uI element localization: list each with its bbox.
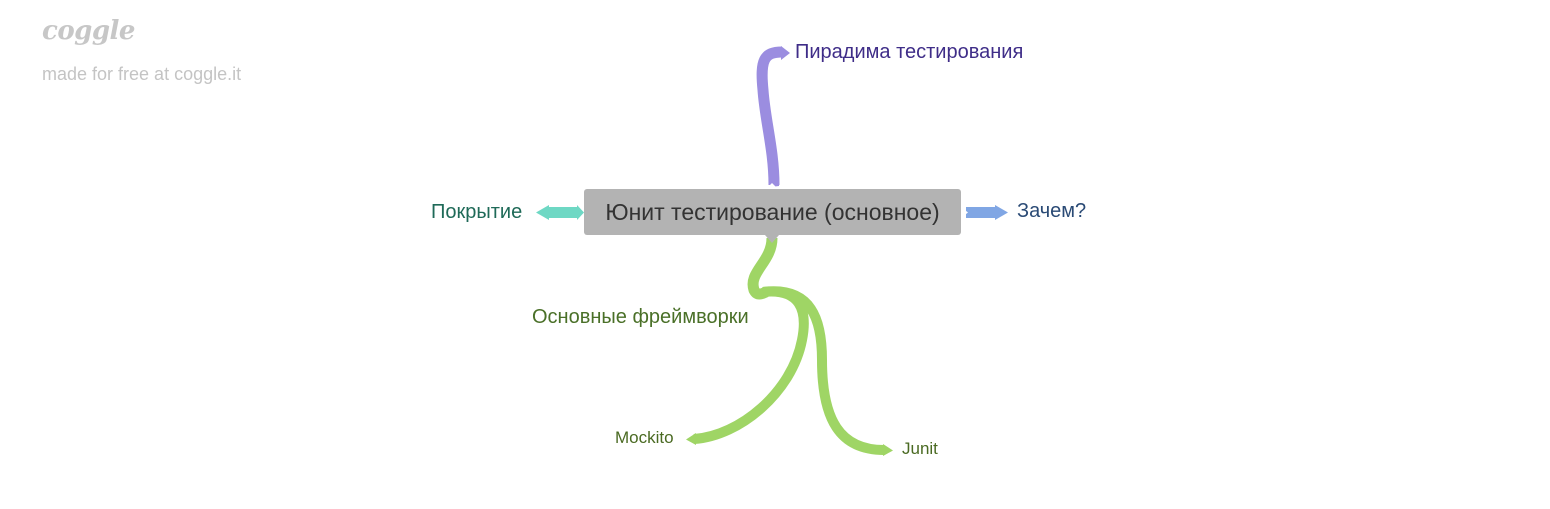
central-bottom-notch xyxy=(765,235,779,243)
branch-junit-tip xyxy=(883,444,893,456)
branch-mockito-tip xyxy=(686,433,696,445)
branch-paradigm-core xyxy=(756,46,783,186)
node-why[interactable]: Зачем? xyxy=(1017,200,1087,222)
node-junit[interactable]: Junit xyxy=(902,439,938,458)
central-top-notch xyxy=(765,183,779,190)
branch-frameworks xyxy=(747,237,778,300)
node-paradigm[interactable]: Пирадима тестирования xyxy=(795,41,1024,63)
central-topic-node[interactable]: Юнит тестирование (основное) xyxy=(584,189,961,235)
branch-coverage-notch xyxy=(577,205,584,220)
node-frameworks[interactable]: Основные фреймворки xyxy=(532,306,749,328)
branch-coverage-tip xyxy=(536,205,549,220)
node-coverage[interactable]: Покрытие xyxy=(431,201,523,223)
central-topic-label: Юнит тестирование (основное) xyxy=(605,198,940,225)
branch-why xyxy=(966,207,995,218)
branch-why-notch xyxy=(961,207,968,218)
node-mockito[interactable]: Mockito xyxy=(615,428,674,447)
branch-coverage xyxy=(549,207,577,218)
coggle-watermark-text[interactable]: made for free at coggle.it xyxy=(42,64,242,84)
branch-junit xyxy=(762,286,885,455)
branch-paradigm-tip xyxy=(781,46,790,60)
coggle-logo[interactable]: coggle xyxy=(42,16,135,46)
branch-why-tip xyxy=(995,205,1008,220)
